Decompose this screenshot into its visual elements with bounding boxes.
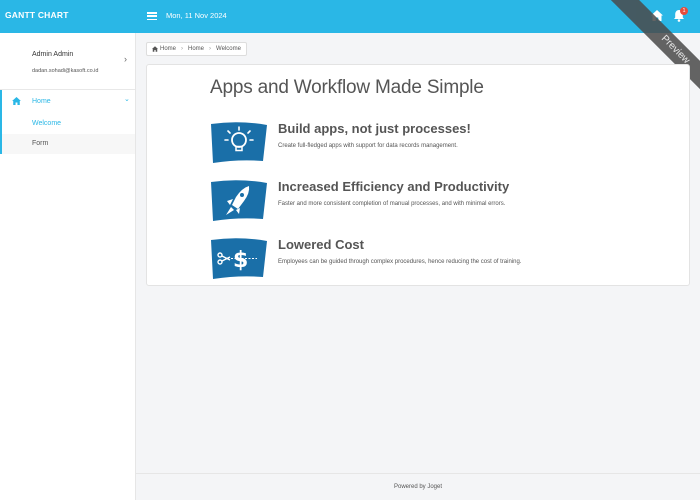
svg-text:$: $ [233, 248, 248, 273]
rocket-icon [211, 180, 267, 221]
footer: Powered by Joget [136, 473, 700, 500]
sidebar-item-label: Home [32, 98, 51, 105]
current-date: Mon, 11 Nov 2024 [166, 11, 227, 20]
page-title: Apps and Workflow Made Simple [210, 77, 484, 98]
home-icon[interactable] [651, 10, 663, 21]
chevron-right-icon[interactable]: › [124, 54, 127, 64]
notification-badge: 1 [680, 7, 688, 15]
home-icon [12, 97, 21, 105]
feature-description: Faster and more consistent completion of… [278, 201, 506, 207]
user-name[interactable]: Admin Admin [32, 51, 74, 58]
user-email: dadan.sohadi@kasoft.co.id [32, 68, 99, 74]
feature-title: Build apps, not just processes! [278, 121, 471, 136]
sidebar-item-label: Welcome [32, 120, 62, 127]
lightbulb-icon [211, 122, 267, 163]
sidebar-item-welcome[interactable]: Welcome [0, 114, 135, 134]
content-card: Apps and Workflow Made Simple Build apps… [146, 64, 690, 286]
app-brand[interactable]: GANTT CHART [5, 10, 69, 20]
footer-text: Powered by Joget [393, 484, 443, 490]
chevron-right-icon: › [181, 46, 184, 52]
breadcrumb: Home › Home › Welcome [146, 42, 247, 56]
home-icon [152, 46, 158, 52]
feature-item: $ Lowered Cost Employees can be guided t… [209, 237, 679, 281]
breadcrumb-item[interactable]: Home [160, 46, 177, 52]
breadcrumb-item[interactable]: Home [188, 46, 205, 52]
top-bar: GANTT CHART Mon, 11 Nov 2024 1 [0, 0, 700, 33]
feature-item: Increased Efficiency and Productivity Fa… [209, 179, 679, 223]
feature-title: Increased Efficiency and Productivity [278, 179, 510, 194]
menu-divider [0, 89, 135, 90]
sidebar-item-form[interactable]: Form [0, 134, 135, 154]
sidebar-item-label: Form [32, 140, 49, 147]
feature-item: Build apps, not just processes! Create f… [209, 121, 679, 165]
breadcrumb-item: Welcome [216, 46, 241, 52]
sidebar-item-home[interactable]: Home ⌄ [0, 90, 135, 114]
feature-description: Create full-fledged apps with support fo… [278, 143, 458, 149]
chevron-right-icon: › [209, 46, 212, 52]
menu-toggle-icon[interactable] [147, 12, 157, 21]
dollar-scissors-icon: $ [211, 238, 267, 279]
feature-description: Employees can be guided through complex … [278, 259, 522, 265]
sidebar: Admin Admin dadan.sohadi@kasoft.co.id › … [0, 33, 136, 500]
chevron-down-icon: ⌄ [124, 96, 130, 103]
feature-title: Lowered Cost [278, 237, 364, 252]
